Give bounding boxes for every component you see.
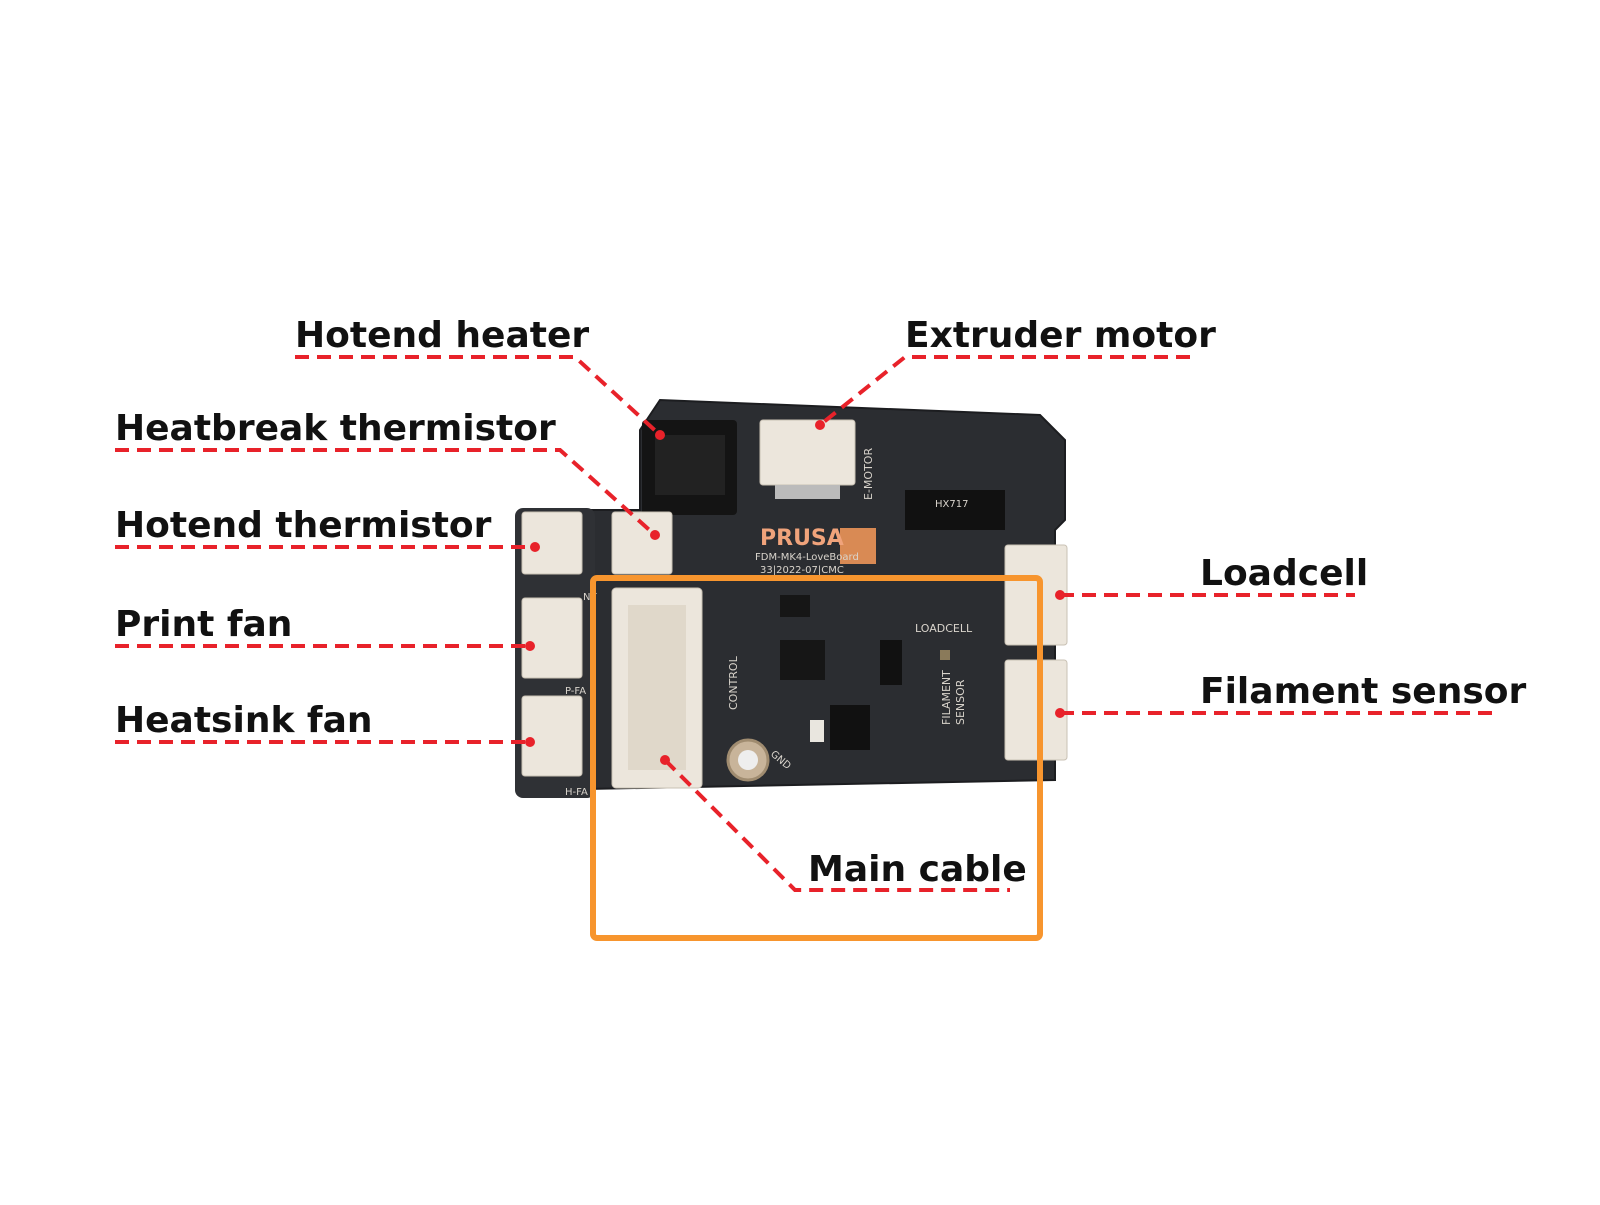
label-heatbreak-thermistor: Heatbreak thermistor [115, 408, 556, 449]
filament-silk-text: FILAMENT [940, 670, 953, 725]
print-fan-connector [521, 597, 583, 679]
extruder-motor-pins [775, 485, 840, 499]
main-cable-highlight-box [590, 575, 1043, 941]
marker-hotend-heater [655, 430, 665, 440]
connector-markers [525, 420, 1065, 765]
chip-label: HX717 [935, 499, 968, 510]
label-loadcell: Loadcell [1200, 553, 1369, 594]
label-extruder-motor: Extruder motor [905, 315, 1216, 356]
marker-heatbreak-thermistor [650, 530, 660, 540]
h-fan-silk-text: H-FA [565, 787, 588, 798]
marker-loadcell [1055, 590, 1065, 600]
component-ic [780, 640, 825, 680]
component-fuse [810, 720, 824, 742]
label-print-fan: Print fan [115, 604, 293, 645]
hx717-chip [905, 490, 1005, 530]
e-motor-text: E-MOTOR [862, 448, 875, 500]
p-fan-silk-text: P-FA [565, 686, 586, 697]
hotend-heater-connector-inner [655, 435, 725, 495]
qr-code [840, 528, 876, 564]
component-regulator [830, 705, 870, 750]
label-main-cable: Main cable [808, 849, 1027, 890]
loadcell-silk-text: LOADCELL [915, 622, 973, 635]
heatbreak-thermistor-connector [611, 511, 673, 575]
marker-extruder-motor [815, 420, 825, 430]
component-diode [880, 640, 902, 685]
hotend-thermistor-connector [521, 511, 583, 575]
gnd-hole-center [738, 750, 758, 770]
label-hotend-thermistor: Hotend thermistor [115, 505, 492, 546]
marker-main-cable [660, 755, 670, 765]
leader-lines [115, 355, 1495, 892]
leader-heatbreak-thermistor [115, 448, 657, 537]
label-filament-sensor: Filament sensor [1200, 671, 1527, 712]
sensor-silk-text: SENSOR [954, 679, 967, 725]
model-text: FDM-MK4-LoveBoard [755, 552, 859, 563]
label-hotend-heater: Hotend heater [295, 315, 590, 356]
marker-filament-sensor [1055, 708, 1065, 718]
leader-main-cable [663, 758, 1010, 892]
label-heatsink-fan: Heatsink fan [115, 700, 373, 741]
main-cable-connector-inner [628, 605, 686, 770]
control-text: CONTROL [727, 655, 740, 710]
component-transistor [780, 595, 810, 617]
leader-hotend-heater [295, 355, 662, 437]
heatsink-fan-connector [521, 695, 583, 777]
filament-sensor-connector [1004, 659, 1068, 761]
component-pad [940, 650, 950, 660]
marker-hotend-thermistor [530, 542, 540, 552]
leader-extruder-motor [818, 355, 1190, 427]
marker-print-fan [525, 641, 535, 651]
date-text: 33|2022-07|CMC [760, 565, 844, 576]
brand-text: PRUSA [760, 526, 844, 551]
marker-heatsink-fan [525, 737, 535, 747]
extruder-motor-connector [759, 419, 856, 486]
